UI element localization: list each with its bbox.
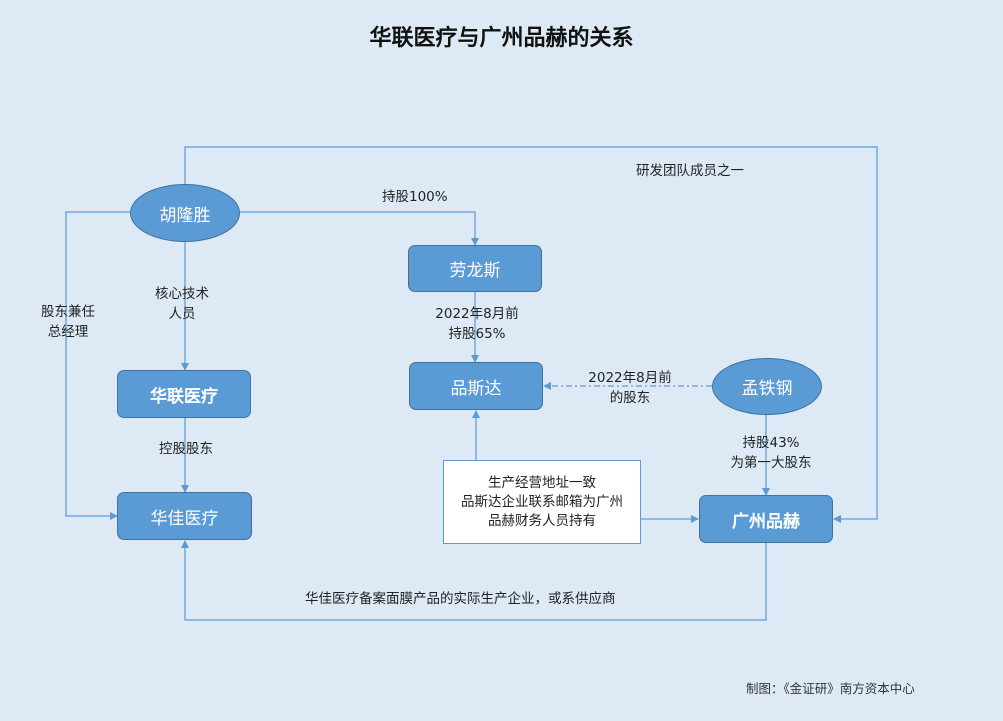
node-meng-tiegang: 孟铁钢 — [712, 358, 822, 415]
note-box: 生产经营地址一致 品斯达企业联系邮箱为广州 品赫财务人员持有 — [443, 460, 641, 544]
label-rd-team: 研发团队成员之一 — [636, 163, 744, 179]
diagram-title: 华联医疗与广州品赫的关系 — [369, 26, 634, 51]
label-controlling-shareholder: 控股股东 — [159, 441, 213, 457]
node-laolongsi: 劳龙斯 — [408, 245, 542, 292]
footer-credit: 制图：《金证研》南方资本中心 — [746, 681, 915, 696]
node-hu-longsheng: 胡隆胜 — [130, 184, 240, 242]
label-former-shareholder: 2022年8月前 的股东 — [588, 370, 672, 406]
label-hold-100: 持股100% — [382, 189, 448, 205]
node-hualian: 华联医疗 — [117, 370, 251, 418]
line-hu-to-laolongsi — [239, 211, 479, 246]
label-supplier: 华佳医疗备案面膜产品的实际生产企业，或系供应商 — [305, 591, 616, 607]
label-laolongsi-hold: 2022年8月前 持股65% — [435, 306, 519, 342]
line-hu-to-pinhe — [184, 146, 878, 523]
node-pinsida: 品斯达 — [409, 362, 543, 410]
line-hu-to-huajia — [65, 211, 131, 520]
node-huajia: 华佳医疗 — [117, 492, 252, 540]
line-pinhe-to-huajia — [181, 540, 767, 621]
label-shareholder-gm: 股东兼任 总经理 — [41, 304, 95, 340]
label-core-tech: 核心技术 人员 — [155, 286, 209, 322]
node-guangzhou-pinhe: 广州品赫 — [699, 495, 833, 543]
label-hold-43: 持股43% 为第一大股东 — [730, 435, 812, 471]
